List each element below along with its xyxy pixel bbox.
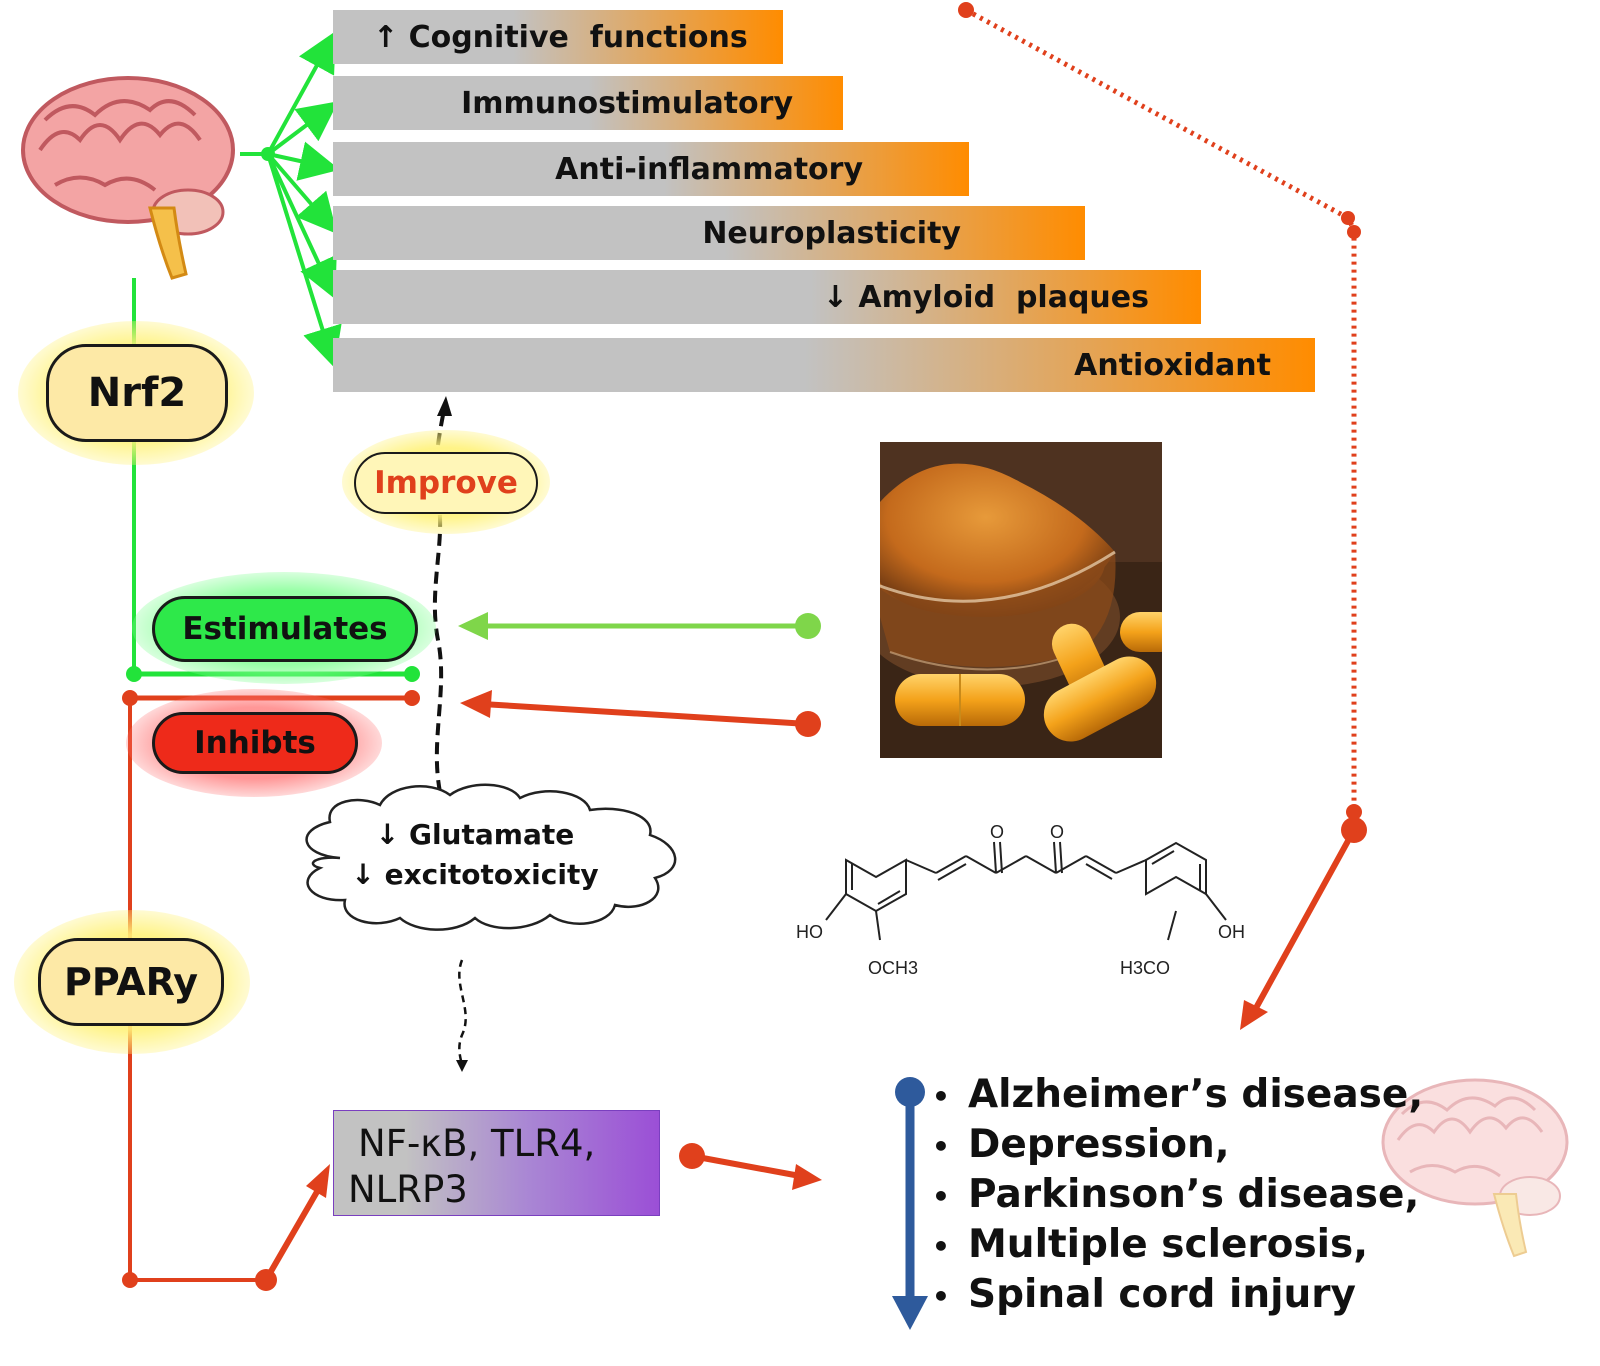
ppar-to-nfkb-arrowhead xyxy=(306,1164,330,1198)
disease-item: • Alzheimer’s disease, xyxy=(932,1070,1423,1120)
disease-label: Spinal cord injury xyxy=(968,1272,1356,1317)
curcumin-photo-art xyxy=(880,442,1162,758)
effect-label-antioxidant: Antioxidant xyxy=(1074,347,1271,383)
inhibits-label: Inhibts xyxy=(152,712,358,774)
pathway-start-node xyxy=(958,2,974,18)
effect-bar-immunostimulatory: Immunostimulatory xyxy=(333,76,843,130)
nrf2-branch-node xyxy=(261,147,275,161)
glutamate-text: ↓ Glutamate ↓ excitotoxicity xyxy=(330,815,620,895)
stimulate-node-right xyxy=(404,666,420,682)
pathway-corner-node-1 xyxy=(1341,211,1355,225)
ppar-text: PPARy xyxy=(64,960,198,1004)
stimulate-node-left xyxy=(126,666,142,682)
improve-arrowhead xyxy=(437,396,452,416)
inhibits-text: Inhibts xyxy=(194,725,316,761)
inflammatory-targets-line-1: NF-κB, TLR4, xyxy=(358,1122,596,1165)
disease-arrow-head xyxy=(892,1296,928,1330)
effect-bar-antioxidant: Antioxidant xyxy=(333,338,1315,392)
disease-label: Multiple sclerosis, xyxy=(968,1222,1369,1267)
nfkb-disease-arrow xyxy=(691,1153,801,1179)
effect-label-anti-inflammatory: Anti-inflammatory xyxy=(555,151,863,187)
improve-dashed-path xyxy=(432,499,444,793)
atom-och3: OCH3 xyxy=(868,958,918,978)
inhibit-node-right xyxy=(404,690,420,706)
pathway-disease-arrow xyxy=(1253,828,1357,1010)
pathway-corner-node-3 xyxy=(1346,804,1362,820)
ppar-label: PPARy xyxy=(38,938,224,1026)
atom-oh: OH xyxy=(1218,922,1245,942)
effect-bar-anti-inflammatory: Anti-inflammatory xyxy=(333,142,969,196)
atom-o-left: O xyxy=(990,822,1004,842)
disease-label: Depression, xyxy=(968,1122,1230,1167)
disease-label: Parkinson’s disease, xyxy=(968,1172,1420,1217)
glutamate-arrowhead xyxy=(456,1060,468,1072)
improve-label: Improve xyxy=(354,452,538,514)
nrf2-effect-arrows xyxy=(240,30,342,368)
effect-label-immunostimulatory: Immunostimulatory xyxy=(461,85,793,121)
bullet-icon: • xyxy=(932,1079,950,1113)
disease-item: • Spinal cord injury xyxy=(932,1270,1423,1320)
curcumin-structure xyxy=(825,841,1227,941)
curcumin-atom-labels: O O HO OCH3 OH H3CO xyxy=(796,822,1245,978)
inflammatory-targets-line-2: NLRP3 xyxy=(348,1168,468,1211)
effect-bar-cognitive: ↑ Cognitive functions xyxy=(333,10,783,64)
nrf2-label: Nrf2 xyxy=(46,344,228,442)
inflammatory-targets-box: NF-κB, TLR4, NLRP3 xyxy=(333,1110,660,1216)
bullet-icon: • xyxy=(932,1279,950,1313)
ppar-to-nfkb-arrow xyxy=(263,1188,321,1282)
brain-icon-top xyxy=(21,76,235,280)
nrf2-text: Nrf2 xyxy=(87,370,187,416)
pathway-corner-node-2 xyxy=(1347,225,1361,239)
curcumin-stimulate-node xyxy=(795,613,821,639)
bullet-icon: • xyxy=(932,1129,950,1163)
glutamate-line-1: ↓ Glutamate xyxy=(375,818,575,851)
disease-arrow-node xyxy=(895,1077,925,1107)
glutamate-cloud xyxy=(305,783,677,931)
disease-item: • Multiple sclerosis, xyxy=(932,1220,1423,1270)
improve-text: Improve xyxy=(374,465,518,501)
bullet-icon: • xyxy=(932,1229,950,1263)
glutamate-line-2: ↓ excitotoxicity xyxy=(351,858,599,891)
nfkb-disease-arrowhead xyxy=(792,1164,822,1190)
stimulates-label: Estimulates xyxy=(152,596,418,662)
glutamate-dashed-path xyxy=(458,959,467,1069)
effect-bar-neuroplasticity: Neuroplasticity xyxy=(333,206,1085,260)
pathway-disease-arrowhead xyxy=(1240,1000,1268,1030)
atom-o-right: O xyxy=(1050,822,1064,842)
disease-list: • Alzheimer’s disease, • Depression, • Park… xyxy=(932,1070,1423,1320)
atom-ho: HO xyxy=(796,922,823,942)
atom-h3co: H3CO xyxy=(1120,958,1170,978)
disease-label: Alzheimer’s disease, xyxy=(968,1072,1424,1117)
curcumin-stimulate-arrowhead xyxy=(458,612,488,640)
curcumin-photo xyxy=(880,442,1162,758)
curcumin-inhibit-arrow xyxy=(481,701,809,727)
effect-label-cognitive: ↑ Cognitive functions xyxy=(373,19,748,55)
effect-label-neuroplasticity: Neuroplasticity xyxy=(702,215,961,251)
disease-item: • Depression, xyxy=(932,1120,1423,1170)
curcumin-inhibit-node xyxy=(795,711,821,737)
effect-label-amyloid: ↓ Amyloid plaques xyxy=(822,279,1149,315)
stimulates-text: Estimulates xyxy=(182,611,388,647)
ppar-node-corner xyxy=(122,1272,138,1288)
effect-bar-amyloid: ↓ Amyloid plaques xyxy=(333,270,1201,324)
brain-icon-bottom xyxy=(1381,1078,1569,1258)
disease-item: • Parkinson’s disease, xyxy=(932,1170,1423,1220)
curcumin-inhibit-arrowhead xyxy=(460,690,492,718)
bullet-icon: • xyxy=(932,1179,950,1213)
